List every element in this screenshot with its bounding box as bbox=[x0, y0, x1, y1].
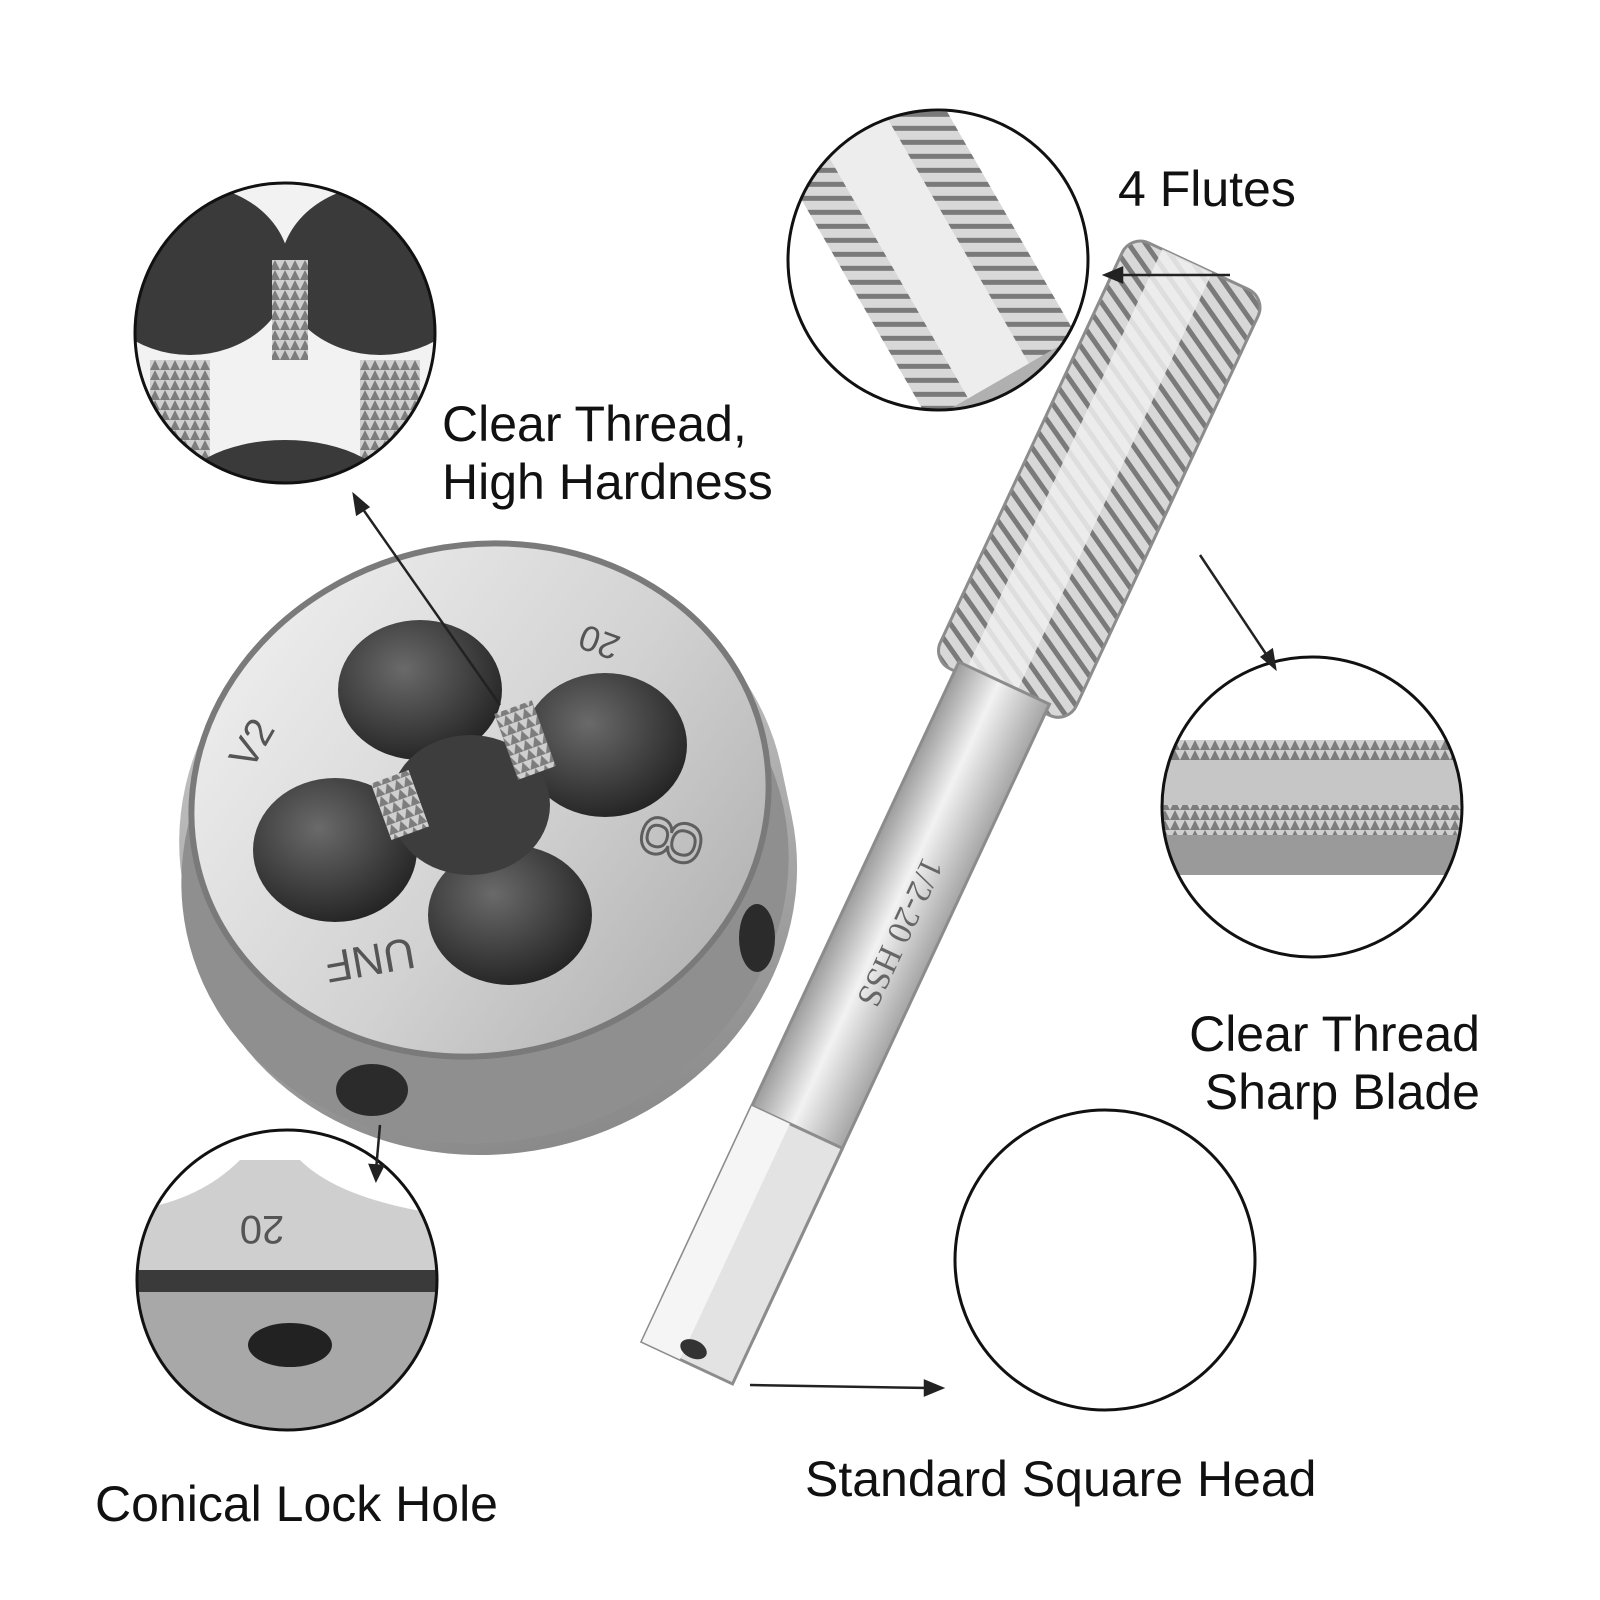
tap-center-hole bbox=[680, 1339, 707, 1360]
detail-lock-hole-marking: 20 bbox=[240, 1207, 285, 1251]
callout-die-thread-line-1: Clear Thread, bbox=[442, 396, 747, 452]
die-thread-teeth bbox=[494, 700, 556, 780]
callout-4-flutes-line: 4 Flutes bbox=[1118, 161, 1296, 217]
callout-lock-hole-line: Conical Lock Hole bbox=[95, 1476, 498, 1532]
hand-tap: 1/2-20 HSS bbox=[639, 239, 1262, 1386]
callout-4-flutes: 4 Flutes bbox=[1118, 160, 1296, 218]
callout-tap-thread: Clear Thread Sharp Blade bbox=[1189, 1005, 1480, 1121]
die-lock-hole-side bbox=[739, 904, 775, 972]
round-die: 20 V2 8 UNF bbox=[179, 540, 798, 1156]
callout-die-thread-line-2: High Hardness bbox=[442, 454, 773, 510]
callout-die-thread: Clear Thread, High Hardness bbox=[442, 395, 773, 511]
detail-tap-thread bbox=[1160, 655, 1464, 959]
callout-square-head: Standard Square Head bbox=[805, 1450, 1316, 1508]
detail-circle-outline bbox=[133, 181, 437, 485]
callout-tap-thread-line-2: Sharp Blade bbox=[1204, 1064, 1480, 1120]
die-lock-hole-front bbox=[336, 1064, 408, 1116]
die-cutting-holes bbox=[253, 620, 687, 985]
detail-die-thread bbox=[133, 181, 437, 485]
detail-flutes bbox=[786, 108, 1090, 412]
detail-lock-hole: 20 bbox=[135, 1128, 439, 1432]
callout-tap-thread-line-1: Clear Thread bbox=[1189, 1006, 1480, 1062]
detail-square-head bbox=[953, 1108, 1257, 1412]
callout-square-head-line: Standard Square Head bbox=[805, 1451, 1317, 1507]
leader-lines bbox=[352, 266, 1277, 1397]
callout-lock-hole: Conical Lock Hole bbox=[95, 1475, 498, 1533]
